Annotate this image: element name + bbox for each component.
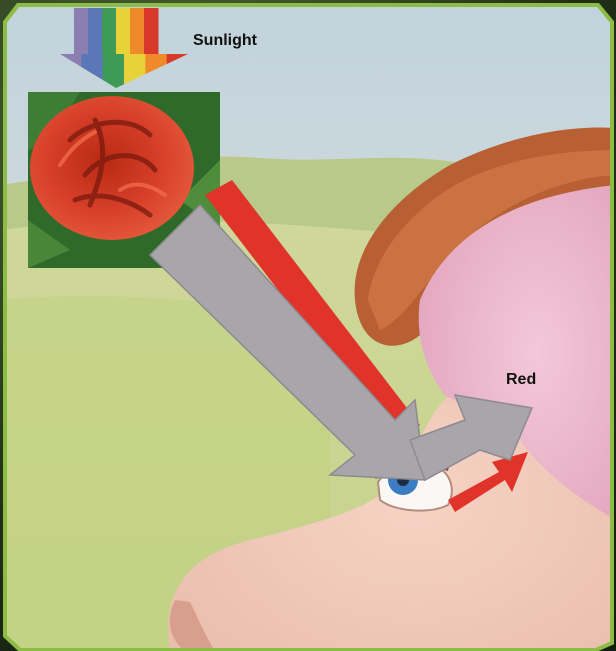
sunlight-label: Sunlight [193, 32, 258, 49]
spectrum-band [88, 8, 103, 54]
spectrum-band [116, 8, 131, 54]
spectrum-band [144, 8, 159, 54]
spectrum-band [102, 8, 117, 54]
red-label: Red [506, 371, 536, 388]
spectrum-band [74, 8, 89, 54]
spectrum-band [130, 8, 145, 54]
rose-bloom [30, 96, 194, 240]
